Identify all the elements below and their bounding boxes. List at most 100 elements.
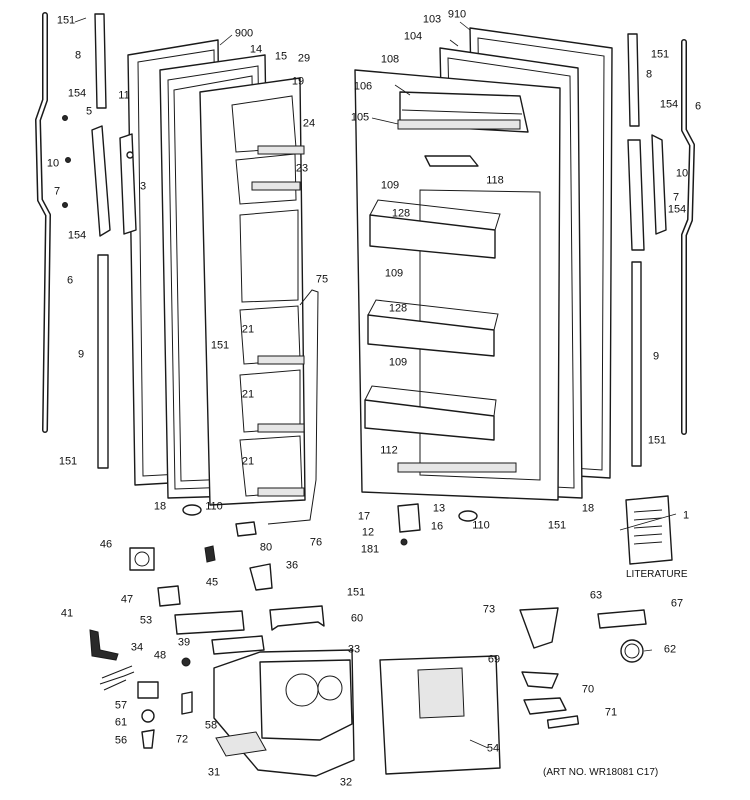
callout: 32 bbox=[339, 776, 353, 789]
dispenser-part-47 bbox=[157, 585, 181, 607]
callout: 8 bbox=[74, 49, 82, 62]
part-48 bbox=[181, 657, 191, 667]
callout: 13 bbox=[432, 502, 446, 515]
callout: 118 bbox=[486, 174, 504, 187]
callout: 69 bbox=[487, 653, 501, 666]
water-tube bbox=[267, 289, 319, 525]
literature-booklet bbox=[625, 495, 673, 565]
hinge-parts-13-16 bbox=[397, 503, 421, 533]
callout: 10 bbox=[46, 157, 60, 170]
callout: 112 bbox=[380, 444, 398, 457]
callout: 7 bbox=[53, 185, 61, 198]
callout: 21 bbox=[241, 388, 255, 401]
callout: 71 bbox=[604, 706, 618, 719]
callout: 151 bbox=[210, 339, 230, 352]
callout: 12 bbox=[361, 526, 375, 539]
callout: 104 bbox=[403, 30, 423, 43]
left-handle-mount bbox=[119, 133, 137, 235]
callout: 15 bbox=[274, 50, 288, 63]
callout: 56 bbox=[114, 734, 128, 747]
door-rail-24 bbox=[257, 145, 305, 155]
bracket-41 bbox=[89, 629, 119, 661]
actuator-36 bbox=[249, 563, 273, 591]
control-board-39 bbox=[211, 635, 265, 655]
callout: 62 bbox=[663, 643, 677, 656]
door-rail-21-middle bbox=[257, 423, 305, 433]
callout: 1 bbox=[682, 509, 690, 522]
hinge-80 bbox=[235, 521, 257, 537]
callout: 11 bbox=[118, 89, 130, 102]
callout: 18 bbox=[153, 500, 167, 513]
callout: 21 bbox=[241, 455, 255, 468]
callout: 24 bbox=[302, 117, 316, 130]
callout: 106 bbox=[353, 80, 373, 93]
callout: 6 bbox=[66, 274, 74, 287]
fresh-food-door-liner bbox=[354, 69, 561, 501]
right-door-handle bbox=[651, 134, 667, 235]
callout: 110 bbox=[205, 500, 223, 513]
callout: 45 bbox=[205, 576, 219, 589]
wire-harness-34 bbox=[99, 665, 135, 691]
dispenser-bracket-53 bbox=[174, 610, 245, 635]
callout: 46 bbox=[99, 538, 113, 551]
callout: 6 bbox=[694, 100, 702, 113]
door-rail-21-lower bbox=[257, 487, 305, 497]
callout: 48 bbox=[153, 649, 167, 662]
callout: 151 bbox=[56, 14, 76, 27]
door-bin-middle bbox=[367, 314, 495, 357]
callout: 72 bbox=[175, 733, 189, 746]
callout: 3 bbox=[139, 180, 147, 193]
callout: 63 bbox=[589, 589, 603, 602]
callout: 154 bbox=[67, 229, 87, 242]
door-bin-lower bbox=[364, 399, 495, 441]
callout: 19 bbox=[291, 75, 305, 88]
callout: 16 bbox=[430, 520, 444, 533]
literature-label: LITERATURE bbox=[626, 569, 688, 580]
callout: 110 bbox=[472, 519, 490, 532]
door-rail-21-upper bbox=[257, 355, 305, 365]
callout: 58 bbox=[204, 719, 218, 732]
chute-73 bbox=[519, 607, 559, 649]
dairy-door bbox=[424, 155, 479, 167]
callout: 67 bbox=[670, 597, 684, 610]
drip-tray-31 bbox=[215, 731, 267, 757]
callout: 61 bbox=[114, 716, 128, 729]
callout: 105 bbox=[350, 111, 370, 124]
left-trim-upper bbox=[94, 13, 107, 109]
callout: 57 bbox=[114, 699, 128, 712]
callout: 154 bbox=[659, 98, 679, 111]
hinge-cap-110-right bbox=[458, 510, 478, 522]
callout: 31 bbox=[207, 766, 221, 779]
callout: 53 bbox=[139, 614, 153, 627]
callout: 154 bbox=[67, 87, 87, 100]
callout: 80 bbox=[259, 541, 273, 554]
door-bin-upper bbox=[369, 214, 496, 259]
dispenser-cover-46 bbox=[129, 547, 155, 571]
callout: 41 bbox=[60, 607, 74, 620]
callout: 29 bbox=[297, 52, 311, 65]
callout: 60 bbox=[350, 612, 364, 625]
callout: 39 bbox=[177, 636, 191, 649]
callout: 109 bbox=[388, 356, 408, 369]
callout: 7 bbox=[672, 191, 680, 204]
art-number: (ART NO. WR18081 C17) bbox=[543, 767, 659, 778]
callout: 73 bbox=[482, 603, 496, 616]
callout: 34 bbox=[130, 641, 144, 654]
callout: 21 bbox=[241, 323, 255, 336]
callout: 154 bbox=[667, 203, 687, 216]
callout: 151 bbox=[647, 434, 667, 447]
callout: 47 bbox=[120, 593, 134, 606]
callout: 108 bbox=[380, 53, 400, 66]
callout: 128 bbox=[388, 302, 408, 315]
callout: 151 bbox=[346, 586, 366, 599]
callout: 103 bbox=[422, 13, 442, 26]
right-trim-upper bbox=[627, 33, 640, 127]
callout: 151 bbox=[547, 519, 567, 532]
part-69 bbox=[521, 671, 559, 689]
callout: 109 bbox=[380, 179, 400, 192]
callout: 181 bbox=[360, 543, 380, 556]
dairy-rail bbox=[397, 119, 521, 130]
door-rail-23 bbox=[251, 181, 301, 191]
part-72 bbox=[181, 691, 193, 715]
